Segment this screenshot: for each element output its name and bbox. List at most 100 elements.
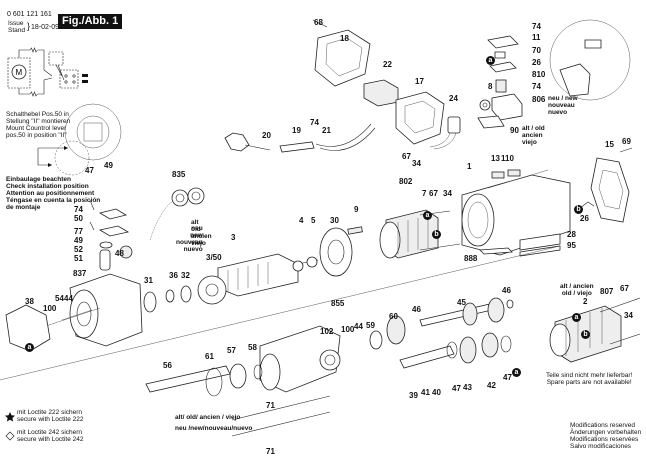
screw-new-label: neu /new/nouveau/nuevo [175,425,253,432]
new-label-806: neu / new nouveau nuevo [548,95,578,116]
part-label-47a: 47 [85,166,94,175]
part-label-1: 1 [467,162,472,171]
part-label-835: 835 [172,170,186,179]
wiring-schematic: M [7,47,88,97]
part-label-28: 28 [567,230,576,239]
part-label-3-50: 3/50 [206,253,222,262]
part-label-100a: 100 [43,304,57,313]
part-label-810: 810 [532,70,546,79]
old-label-90: alt / old ancien viejo [522,125,545,146]
part-label-7: 7 [422,189,427,198]
part-label-30: 30 [330,216,339,225]
part-label-48: 48 [115,249,124,258]
loctite-222-legend: mit Loctite 222 sichern secure with Loct… [17,409,84,423]
marker-a: a [512,368,521,377]
part-label-15: 15 [605,140,614,149]
part-label-57: 57 [227,346,236,355]
part-label-95: 95 [567,241,576,250]
part-label-39: 39 [409,391,418,400]
marker-a: a [423,211,432,220]
part-label-50: 50 [74,214,83,223]
modifications-note: Modifications reserved Änderungen vorbeh… [570,422,642,450]
screw-old-label: alt/ old/ ancien / viejo [175,414,241,421]
part-label-68: 68 [314,18,323,27]
part-label-52: 52 [74,245,83,254]
part-label-18: 18 [340,34,349,43]
marker-b: b [581,330,590,339]
part-label-38: 38 [25,297,34,306]
stand-label: Stand [8,27,25,34]
issue-label: Issue [8,20,24,27]
part-label-22: 22 [383,60,392,69]
loctite-242-legend: mit Loctite 242 sichern secure with Loct… [17,429,84,443]
part-label-60: 60 [389,312,398,321]
part-label-802: 802 [399,177,413,186]
part-label-49b: 49 [74,236,83,245]
part-label-5: 5 [311,216,316,225]
part-label-34c: 34 [624,311,633,320]
part-label-74b: 74 [532,22,541,31]
part-label-9: 9 [354,205,359,214]
part-label-74a: 74 [310,118,319,127]
part-label-24: 24 [449,94,458,103]
part-label-67b: 67 [429,189,438,198]
part-label-43: 43 [463,383,472,392]
star-icon [5,412,15,422]
part-label-34a: 34 [412,159,421,168]
svg-text:M: M [16,68,23,77]
part-label-21: 21 [322,126,331,135]
part-label-44b: 44 [354,322,363,331]
part-label-46b: 46 [502,286,511,295]
part-label-20: 20 [262,131,271,140]
part-label-806: 806 [532,95,546,104]
marker-a: a [572,313,581,322]
installation-note: Einbaulage beachten Check installation p… [6,176,101,211]
part-label-74c: 74 [532,82,541,91]
part-label-34b: 34 [443,189,452,198]
part-label-4: 4 [299,216,304,225]
part-label-90: 90 [510,126,519,135]
marker-b: b [432,230,441,239]
part-label-61: 61 [205,352,214,361]
part-number: 0 601 121 161 [7,11,52,18]
part-label-74d: 74 [74,205,83,214]
part-label-888: 888 [464,254,478,263]
not-available-note: Teile sind nicht mehr lieferbar! Spare p… [546,372,633,386]
marker-a: a [486,56,495,65]
diamond-icon [5,431,15,441]
part-label-855: 855 [331,299,345,308]
part-label-110: 110 [501,154,514,163]
part-label-77: 77 [74,227,83,236]
part-label-71b: 71 [266,447,275,456]
part-label-19: 19 [292,126,301,135]
control-lever-note: Schalthebel Pos.50 in Stellung "II" mont… [6,111,71,139]
old-label-835: alt old ancien viejo [191,219,212,247]
part-label-69: 69 [622,137,631,146]
part-label-31: 31 [144,276,153,285]
part-label-45: 45 [457,298,466,307]
part-label-11: 11 [532,33,541,42]
part-label-56: 56 [163,361,172,370]
part-label-67a: 67 [402,152,411,161]
part-label-58: 58 [248,343,257,352]
part-label-70: 70 [532,46,541,55]
part-label-54: 54 [55,294,64,303]
part-label-47c: 47 [503,373,512,382]
part-label-67c: 67 [620,284,629,293]
marker-b: b [574,205,583,214]
part-label-46a: 46 [412,305,421,314]
part-label-49a: 49 [104,161,113,170]
part-label-26a: 26 [532,58,541,67]
figure-label: Fig./Abb. 1 [58,14,123,29]
part-label-32: 32 [181,271,190,280]
part-label-837: 837 [73,269,87,278]
part-label-17: 17 [415,77,424,86]
old-label-2: alt / ancien old / viejo [560,283,594,297]
part-label-47b: 47 [452,384,461,393]
new-label-835: neu new nouveau nuevo [176,225,203,253]
part-label-26b: 26 [580,214,589,223]
brace: } [27,21,31,31]
part-label-36: 36 [169,271,178,280]
part-label-8: 8 [488,82,493,91]
